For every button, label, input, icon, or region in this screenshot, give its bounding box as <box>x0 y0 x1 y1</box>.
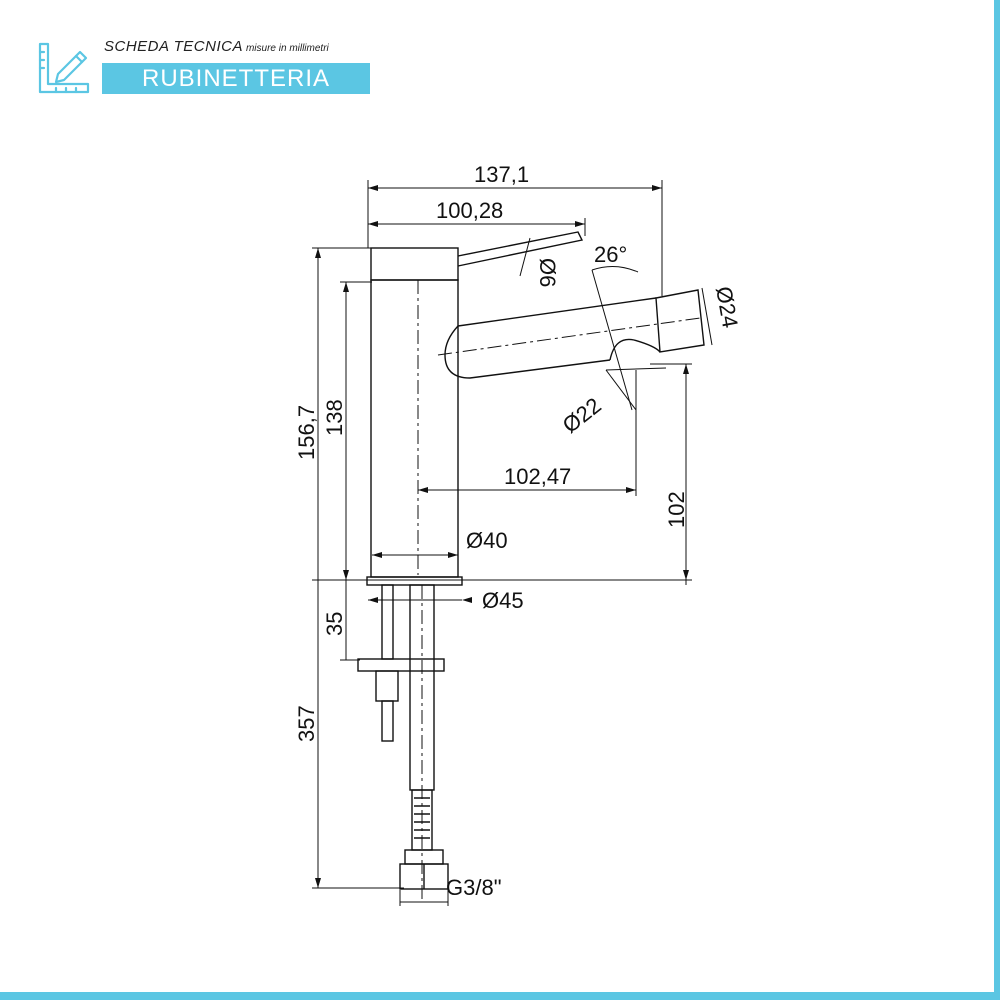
base-plate <box>366 576 463 586</box>
frame-right-border <box>994 0 1000 1000</box>
dim-spout-reach: 102,47 <box>504 464 571 489</box>
dim-connection: G3/8" <box>446 875 502 900</box>
units-note: misure in millimetri <box>245 43 329 54</box>
dim-body-diameter: Ø40 <box>466 528 508 553</box>
dim-body-height: 138 <box>322 399 347 436</box>
dim-overall-width: 137,1 <box>474 162 529 187</box>
spout-lower <box>444 325 611 379</box>
aerator <box>609 338 661 361</box>
sheet-title: SCHEDA TECNICA <box>104 38 243 55</box>
spout-upper <box>457 297 657 327</box>
dimension-lines <box>312 180 713 906</box>
threaded-rod-lower <box>381 700 394 742</box>
fixing-plate <box>357 658 445 672</box>
faucet-body <box>370 279 459 578</box>
dim-base-diameter: Ø45 <box>482 588 524 613</box>
lever-cap <box>370 247 459 281</box>
dim-spout-height: 102 <box>664 491 689 528</box>
fixing-nut <box>375 670 399 702</box>
dim-lever-length: 100,28 <box>436 198 503 223</box>
ruler-pencil-icon <box>38 42 90 94</box>
lever-handle <box>457 231 584 267</box>
arrowheads <box>315 185 689 888</box>
dim-spout-tip-diameter: Ø24 <box>711 285 743 330</box>
threaded-rod <box>381 584 394 660</box>
dim-total-height: 156,7 <box>294 405 319 460</box>
dim-lever-diameter: Ø6 <box>535 258 560 287</box>
frame-bottom-border <box>0 992 1000 1000</box>
faucet-outline <box>357 231 705 900</box>
connector-collar <box>404 849 444 865</box>
dim-spout-angle: 26° <box>594 242 627 267</box>
dim-thread-length: 35 <box>322 612 347 636</box>
category-banner: RUBINETTERIA <box>102 63 370 94</box>
spout-tip <box>655 289 705 353</box>
dim-spout-diameter: Ø22 <box>558 393 606 438</box>
dim-hose-length: 357 <box>294 705 319 742</box>
